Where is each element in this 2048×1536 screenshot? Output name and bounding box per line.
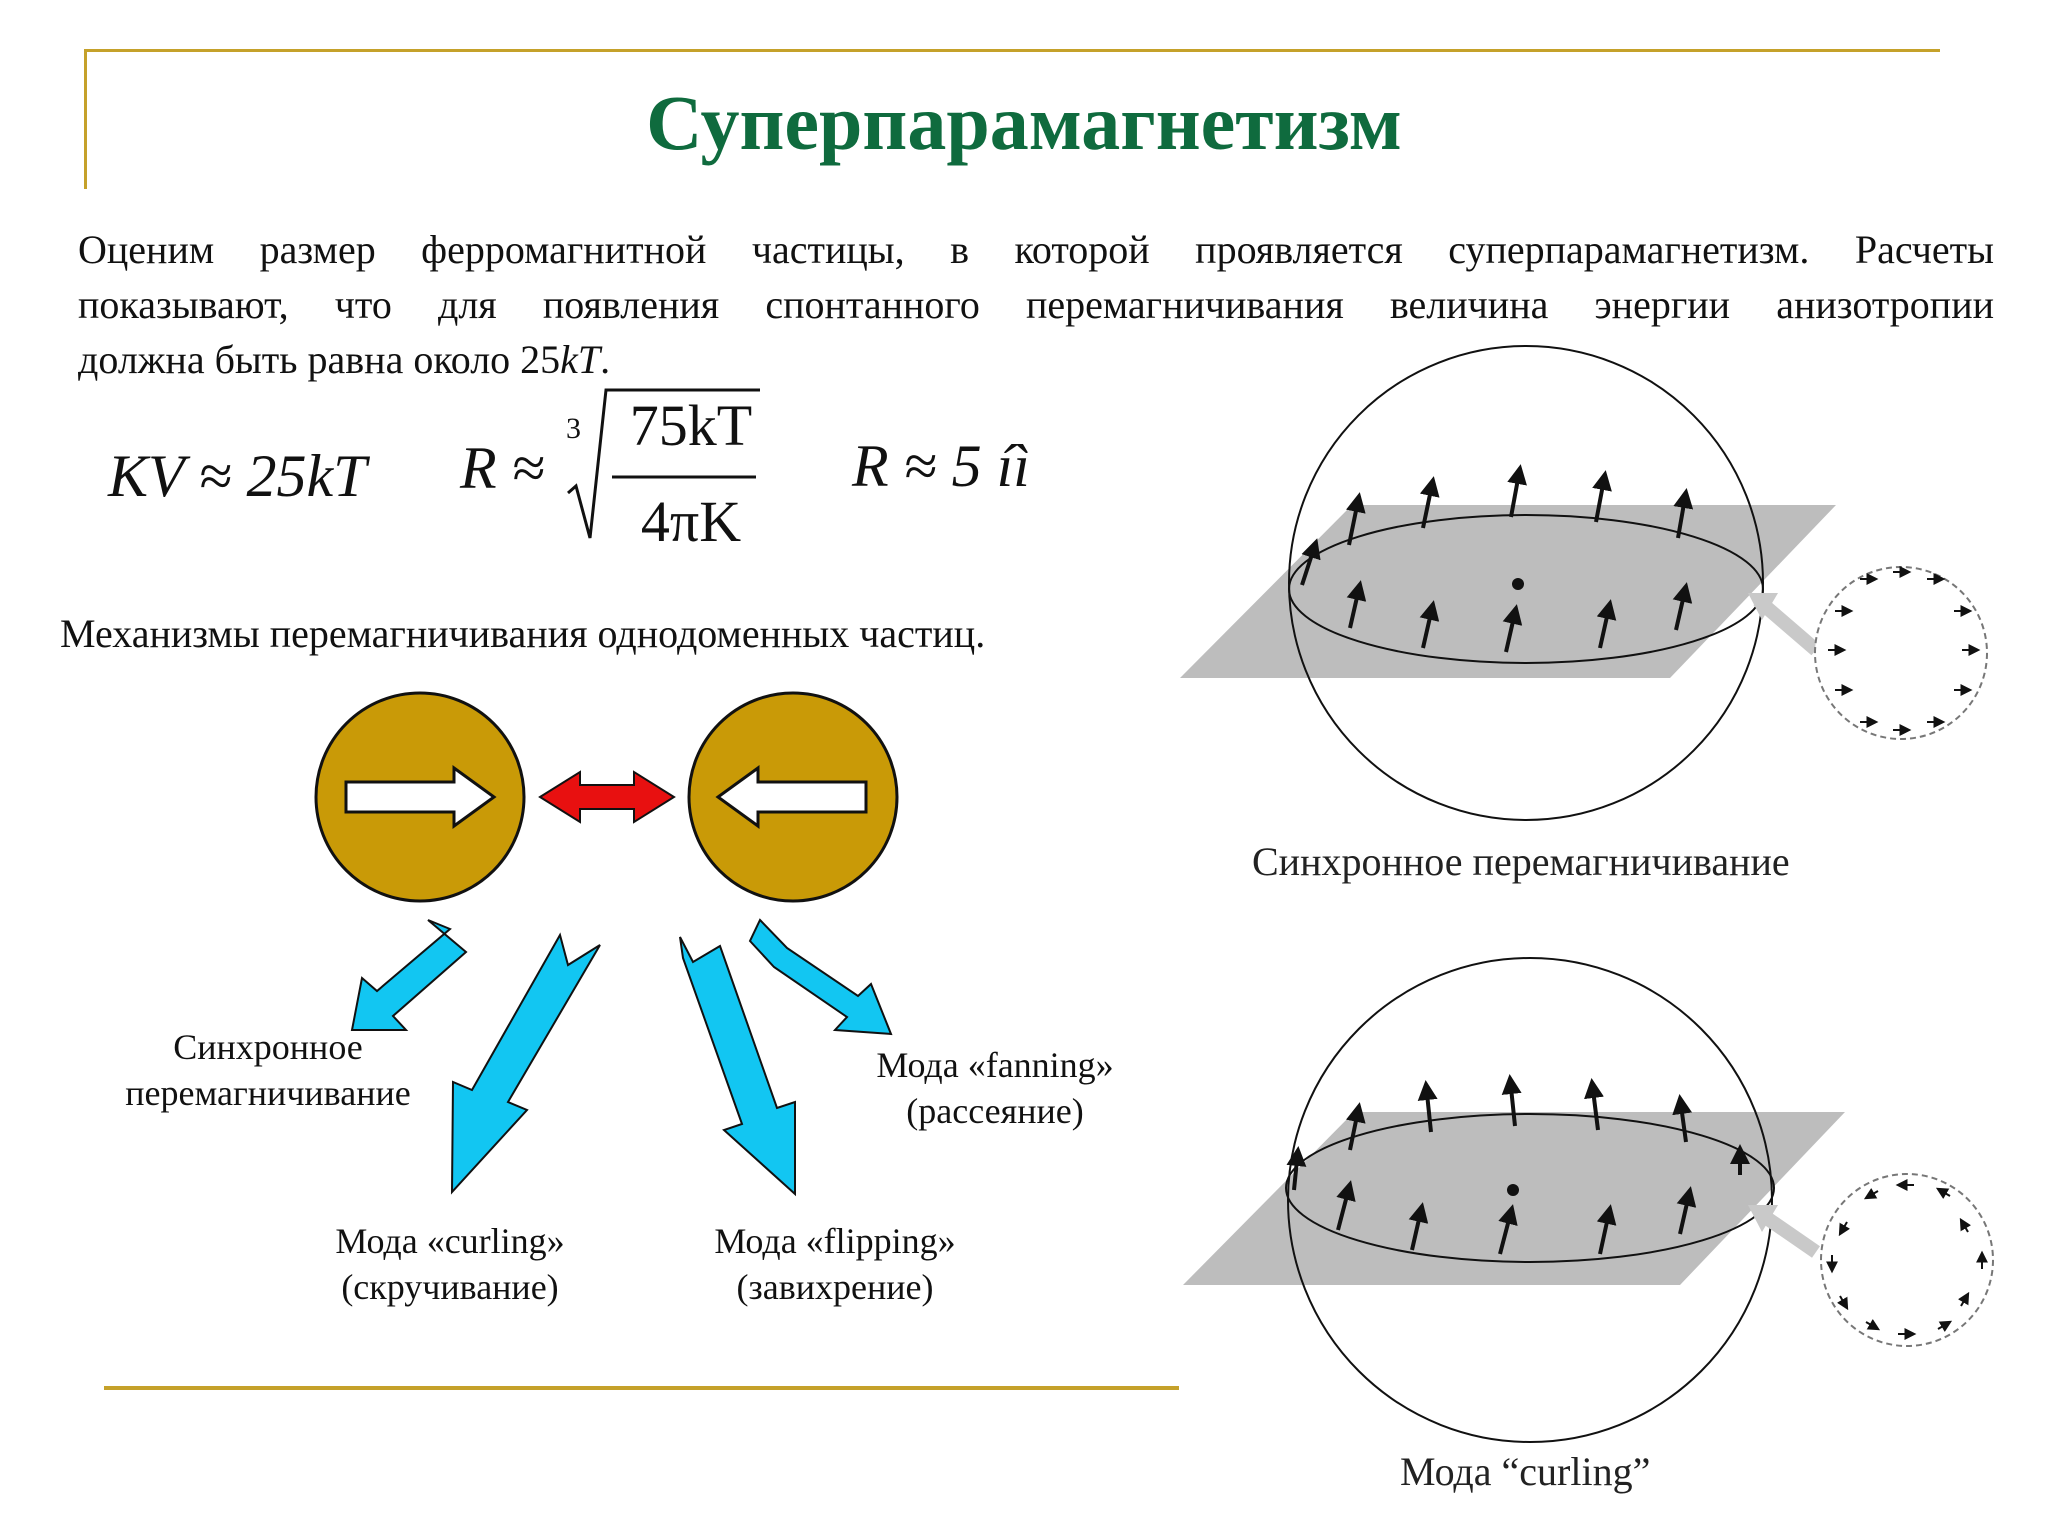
formula-r-left: R ≈ xyxy=(460,435,545,501)
formula-root-numerator: 75kT xyxy=(629,393,753,458)
label-fanning-mode: Мода «fanning» (рассеяние) xyxy=(876,1045,1114,1131)
plane xyxy=(1180,505,1836,678)
particle-right xyxy=(687,691,899,903)
slide-frame-bottom xyxy=(104,1386,1179,1390)
formula-kv: KV ≈ 25kT xyxy=(108,443,367,509)
formula-r-estimate: R ≈ 5 íì xyxy=(852,433,1030,499)
intro-line-3: должна быть равна около 25kT. xyxy=(78,337,611,382)
intro-line-2: показывают, что для появления спонтанног… xyxy=(78,282,1994,327)
particle-left xyxy=(314,691,526,903)
label-curling-mode: Мода «curling» (скручивание) xyxy=(335,1221,565,1307)
intro-line-1: Оценим размер ферромагнитной частицы, в … xyxy=(78,227,1994,272)
arrow-curling-mode xyxy=(450,932,601,1195)
formula-root-denominator: 4πK xyxy=(640,489,742,554)
slide-title: Суперпарамагнетизм xyxy=(646,79,1402,166)
sphere-curling xyxy=(1183,957,1994,1443)
mechanisms-heading: Механизмы перемагничивания однодоменных … xyxy=(60,611,986,656)
radical-sign xyxy=(567,388,760,539)
label-flipping-mode: Мода «flipping» (завихрение) xyxy=(714,1221,956,1307)
formula-root-index: 3 xyxy=(566,412,581,445)
slide-frame-left xyxy=(84,49,87,189)
intro-paragraph: Оценим размер ферромагнитной частицы, в … xyxy=(78,222,1994,387)
double-arrow-red xyxy=(538,770,676,824)
arrow-flipping-mode xyxy=(679,936,796,1197)
magnetization-arrow-left xyxy=(715,765,868,829)
arrow-fanning-mode xyxy=(748,918,893,1036)
caption-curling: Мода “curling” xyxy=(1400,1449,1651,1494)
arrow-sync-mode xyxy=(350,919,468,1031)
slide-frame-top xyxy=(84,49,1940,52)
magnetization-arrow-right xyxy=(344,765,497,829)
plane xyxy=(1183,1112,1845,1285)
caption-synchronous: Синхронное перемагничивание xyxy=(1252,839,1790,884)
label-sync-mode: Синхронное перемагничивание xyxy=(125,1027,411,1113)
sphere-synchronous xyxy=(1180,345,1988,821)
